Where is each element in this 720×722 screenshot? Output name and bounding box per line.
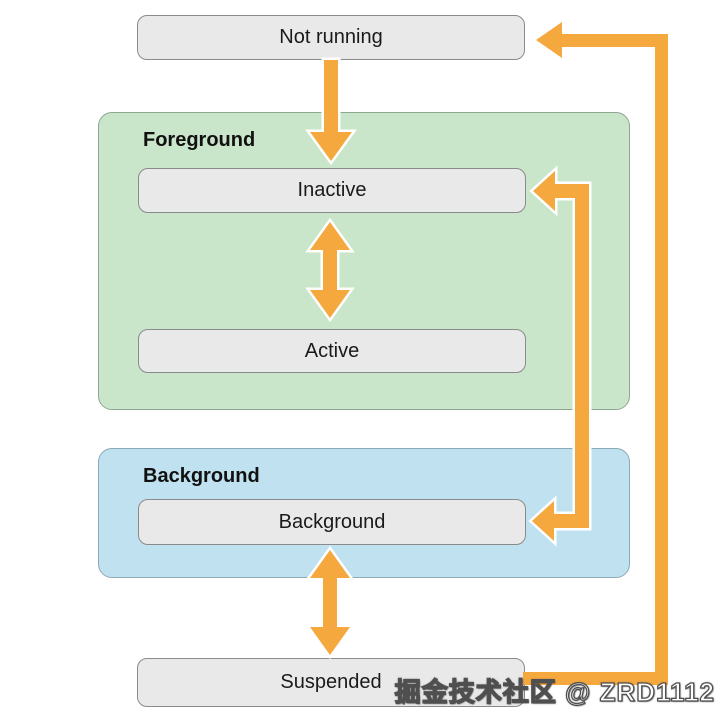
state-inactive-label: Inactive — [297, 179, 367, 201]
background-group-label: Background — [143, 465, 260, 487]
watermark: 掘金技术社区 @ ZRD1112 — [394, 676, 715, 707]
foreground-group: Foreground Inactive Active — [98, 112, 630, 410]
background-group: Background Background — [98, 448, 630, 578]
foreground-group-label: Foreground — [143, 129, 256, 151]
state-background: Background — [138, 499, 526, 545]
state-inactive: Inactive — [138, 168, 526, 213]
state-not-running-label: Not running — [279, 26, 383, 48]
state-suspended-label: Suspended — [280, 671, 382, 693]
state-active: Active — [138, 329, 526, 373]
state-not-running: Not running — [137, 15, 525, 60]
state-background-label: Background — [278, 510, 386, 533]
state-active-label: Active — [304, 339, 360, 362]
